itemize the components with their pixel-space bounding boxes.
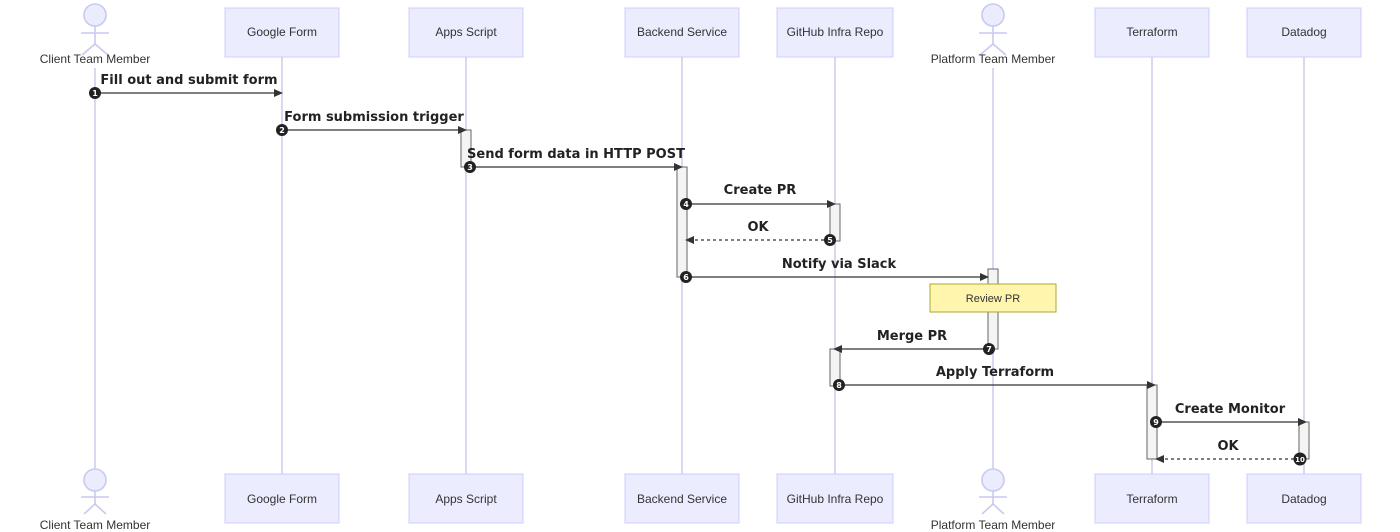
sequence-badge: [824, 234, 836, 246]
sequence-badge: [983, 343, 995, 355]
participant-label: Apps Script: [435, 25, 497, 39]
person-icon: [979, 468, 1007, 515]
message-label: OK: [747, 220, 769, 235]
arrowhead-icon: [685, 236, 694, 244]
participant-backend-bottom: Backend Service: [624, 473, 740, 524]
message-7: 7 Merge PR: [833, 329, 995, 355]
participant-label: Apps Script: [435, 492, 497, 506]
message-4: 4 Create PR: [680, 183, 836, 210]
message-2: 2 Form submission trigger: [276, 110, 467, 136]
arrowhead-icon: [458, 126, 467, 134]
participant-terraform-top: Terraform: [1094, 7, 1210, 58]
sequence-number: 6: [683, 273, 689, 282]
participant-label: Terraform: [1126, 25, 1177, 39]
participant-label: Datadog: [1281, 25, 1326, 39]
sequence-badge: [464, 161, 476, 173]
sequence-badge: [680, 271, 692, 283]
sequence-badge: [680, 198, 692, 210]
participant-script-top: Apps Script: [408, 7, 524, 58]
sequence-number: 2: [279, 126, 285, 135]
sequence-number: 1: [92, 89, 98, 98]
sequence-badge: [89, 87, 101, 99]
participants-top: Client Team Member Google Form Apps Scri…: [40, 3, 1362, 66]
participant-label: Platform Team Member: [931, 52, 1055, 66]
participant-repo-bottom: GitHub Infra Repo: [776, 473, 894, 524]
sequence-number: 7: [986, 345, 992, 354]
sequence-badge: [1150, 416, 1162, 428]
message-label: Create Monitor: [1175, 402, 1286, 417]
participants-bottom: Client Team Member Google Form Apps Scri…: [40, 468, 1362, 532]
person-icon: [979, 3, 1007, 56]
message-label: Send form data in HTTP POST: [467, 147, 685, 162]
actor-platform-bottom: Platform Team Member: [931, 468, 1055, 532]
message-9: 9 Create Monitor: [1150, 402, 1307, 428]
message-10: 10 OK: [1155, 439, 1307, 466]
message-label: Notify via Slack: [782, 257, 897, 272]
actor-platform-top: Platform Team Member: [931, 3, 1055, 66]
message-label: OK: [1217, 439, 1239, 454]
actor-client-top: Client Team Member: [40, 3, 150, 66]
sequence-number: 8: [836, 381, 842, 390]
participant-label: GitHub Infra Repo: [787, 25, 884, 39]
message-5: 5 OK: [685, 220, 836, 246]
participant-label: Client Team Member: [40, 518, 150, 532]
arrowhead-icon: [1298, 418, 1307, 426]
arrowhead-icon: [980, 273, 989, 281]
participant-datadog-top: Datadog: [1246, 7, 1362, 58]
sequence-badge: [833, 379, 845, 391]
participant-form-top: Google Form: [224, 7, 340, 58]
note-review-pr: Review PR: [929, 283, 1057, 313]
messages: 1 Fill out and submit form 2 Form submis…: [89, 73, 1307, 466]
message-label: Create PR: [724, 183, 797, 198]
sequence-badge: [1293, 452, 1307, 466]
sequence-badge: [276, 124, 288, 136]
participant-terraform-bottom: Terraform: [1094, 473, 1210, 524]
actor-client-bottom: Client Team Member: [40, 468, 150, 532]
participant-label: GitHub Infra Repo: [787, 492, 884, 506]
arrowhead-icon: [827, 200, 836, 208]
arrowhead-icon: [833, 345, 842, 353]
participant-form-bottom: Google Form: [224, 473, 340, 524]
participant-label: Backend Service: [637, 25, 727, 39]
participant-label: Backend Service: [637, 492, 727, 506]
message-label: Form submission trigger: [284, 110, 464, 125]
activation-backend: [676, 166, 688, 278]
message-8: 8 Apply Terraform: [833, 365, 1156, 391]
sequence-number: 4: [683, 200, 689, 209]
sequence-number: 3: [467, 163, 473, 172]
arrowhead-icon: [274, 89, 283, 97]
participant-datadog-bottom: Datadog: [1246, 473, 1362, 524]
participant-backend-top: Backend Service: [624, 7, 740, 58]
participant-script-bottom: Apps Script: [408, 473, 524, 524]
message-label: Fill out and submit form: [100, 73, 277, 88]
sequence-number: 5: [827, 236, 833, 245]
sequence-number: 9: [1153, 418, 1159, 427]
person-icon: [81, 3, 109, 56]
participant-label: Platform Team Member: [931, 518, 1055, 532]
message-6: 6 Notify via Slack: [680, 257, 989, 283]
arrowhead-icon: [1155, 455, 1164, 463]
participant-label: Google Form: [247, 492, 317, 506]
participant-repo-top: GitHub Infra Repo: [776, 7, 894, 58]
person-icon: [81, 468, 109, 515]
message-3: 3 Send form data in HTTP POST: [464, 147, 685, 173]
message-label: Apply Terraform: [936, 365, 1054, 380]
participant-label: Datadog: [1281, 492, 1326, 506]
message-1: 1 Fill out and submit form: [89, 73, 283, 99]
sequence-number: 10: [1295, 456, 1305, 464]
participant-label: Client Team Member: [40, 52, 150, 66]
arrowhead-icon: [674, 163, 683, 171]
note-label: Review PR: [966, 293, 1020, 305]
participant-label: Terraform: [1126, 492, 1177, 506]
lifelines: [94, 57, 1305, 474]
arrowhead-icon: [1147, 381, 1156, 389]
message-label: Merge PR: [877, 329, 947, 344]
participant-label: Google Form: [247, 25, 317, 39]
